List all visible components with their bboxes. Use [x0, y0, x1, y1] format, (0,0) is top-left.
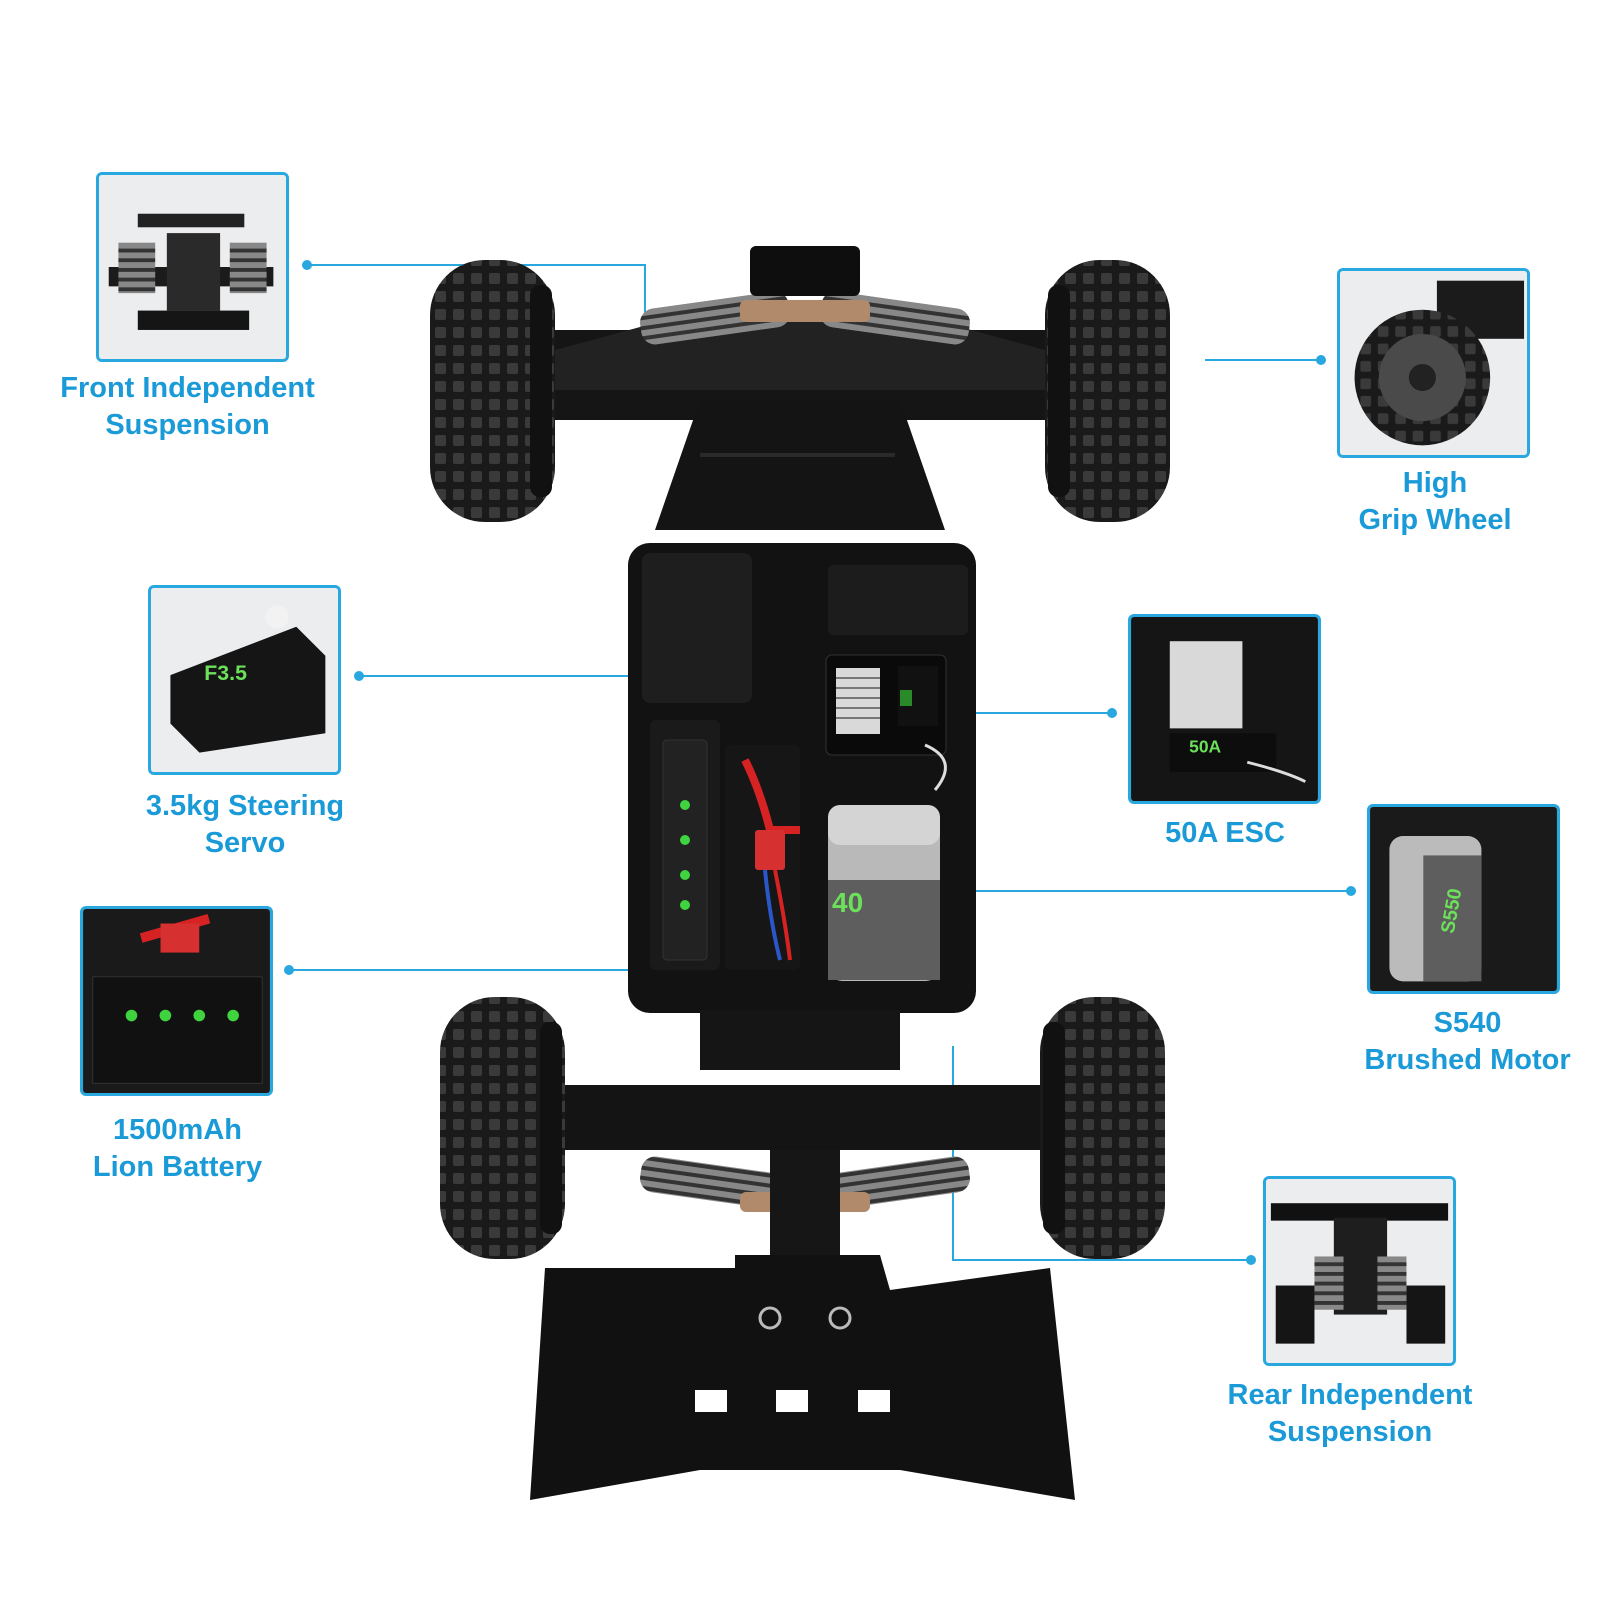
servo-label: 3.5kg Steering Servo [145, 790, 345, 859]
rear-arms [545, 1085, 1055, 1150]
front-bumper [750, 246, 860, 296]
battery-pack [650, 720, 720, 970]
front-suspension-dot [302, 260, 312, 270]
svg-text:40: 40 [832, 887, 863, 918]
front-right-wheel [1045, 260, 1170, 522]
front-suspension-label: Front Independent Suspension [60, 372, 315, 441]
rear-wing [530, 1255, 1075, 1500]
rear-left-wheel [440, 997, 565, 1259]
servo-photo: F3.5 [148, 585, 341, 775]
front-left-wheel [430, 260, 555, 522]
battery-label: 1500mAh Lion Battery [92, 1114, 263, 1183]
rear-suspension-dot [1246, 1255, 1256, 1265]
esc-dot [1107, 708, 1117, 718]
svg-text:50A: 50A [1189, 737, 1221, 757]
svg-text:F3.5: F3.5 [204, 661, 247, 685]
battery-photo [80, 906, 273, 1096]
battery-dot [284, 965, 294, 975]
rear-right-wheel [1040, 997, 1165, 1259]
esc-label: 50A ESC [1165, 817, 1285, 849]
grip-wheel-label: High Grip Wheel [1358, 467, 1512, 536]
motor-dot [1346, 886, 1356, 896]
battery-connector [755, 830, 785, 870]
grip-wheel-photo [1337, 268, 1530, 458]
motor-label: S540 Brushed Motor [1364, 1007, 1571, 1076]
grip-wheel-dot [1316, 355, 1326, 365]
motor-can: 40 [828, 805, 940, 981]
rear-suspension-photo [1263, 1176, 1456, 1366]
esc-photo: 50A [1128, 614, 1321, 804]
motor-photo: S550 [1367, 804, 1560, 994]
servo-dot [354, 671, 364, 681]
front-suspension-photo [96, 172, 289, 362]
front-suspension-line [306, 264, 646, 325]
esc-unit [825, 654, 947, 791]
rear-suspension-label: Rear Independent Suspension [1227, 1379, 1473, 1448]
servo-unit [642, 553, 752, 703]
